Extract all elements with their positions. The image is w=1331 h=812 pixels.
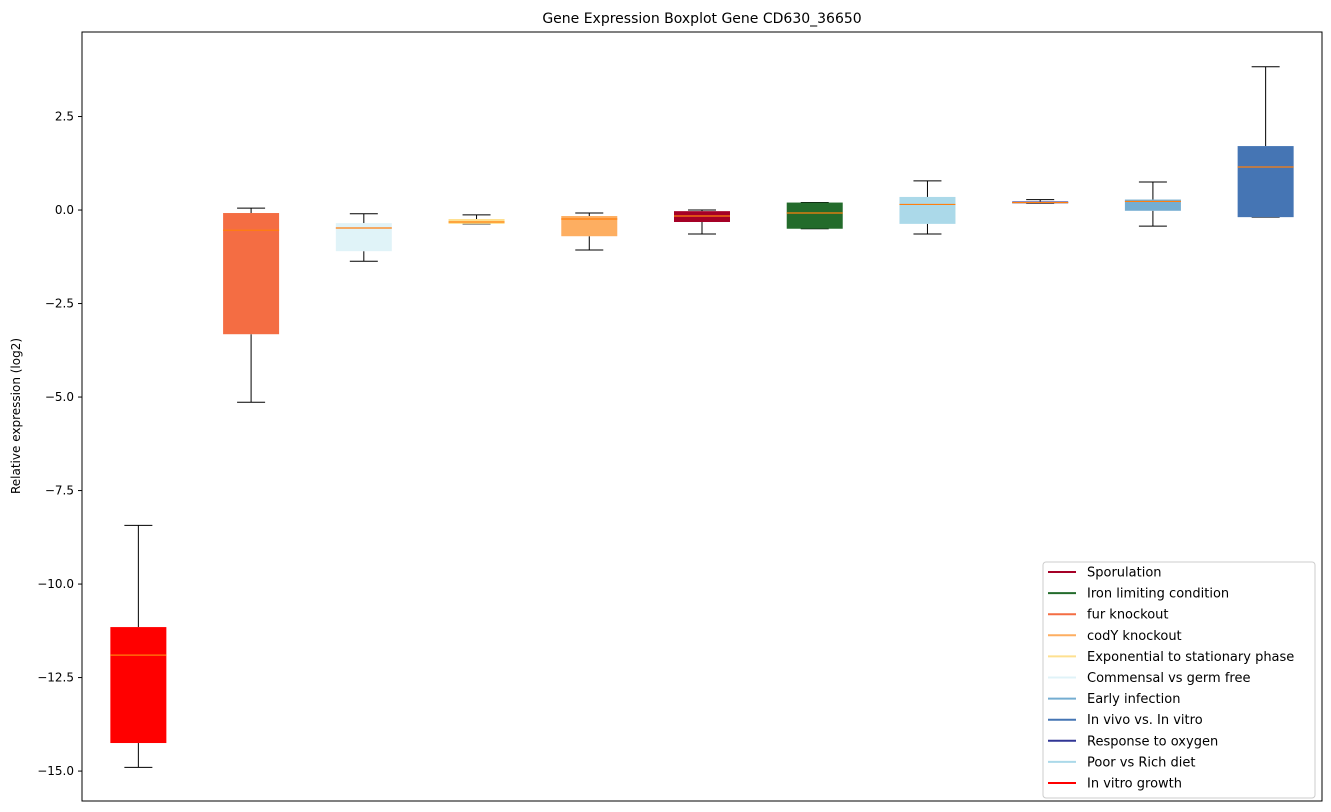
legend-label: In vitro growth xyxy=(1087,777,1182,792)
y-tick-label: −5.0 xyxy=(45,390,74,404)
box-body xyxy=(899,196,956,224)
box-iron-limiting-condition xyxy=(786,202,843,230)
box-fur-knockout xyxy=(223,207,280,403)
box-body xyxy=(110,627,167,744)
box-body xyxy=(335,223,392,252)
box-exponential-to-stationary-phase xyxy=(448,214,505,225)
chart-title: Gene Expression Boxplot Gene CD630_36650 xyxy=(542,11,861,27)
box-commensal-vs-germ-free xyxy=(335,213,392,262)
y-tick-label: −2.5 xyxy=(45,297,74,311)
y-tick-label: −7.5 xyxy=(45,484,74,498)
legend-label: Commensal vs germ free xyxy=(1087,671,1250,686)
legend-label: Early infection xyxy=(1087,692,1180,707)
y-tick-label: −12.5 xyxy=(37,671,74,685)
box-poor-vs-rich-diet xyxy=(899,180,956,235)
legend-label: fur knockout xyxy=(1087,608,1169,623)
box-body xyxy=(561,216,618,237)
box-body xyxy=(786,202,843,229)
legend-label: codY knockout xyxy=(1087,629,1182,644)
legend-label: Poor vs Rich diet xyxy=(1087,755,1195,770)
box-body xyxy=(223,213,280,335)
legend-label: Response to oxygen xyxy=(1087,734,1218,749)
box-in-vitro-growth xyxy=(110,524,167,768)
box-body xyxy=(1237,146,1294,218)
y-tick-label: −10.0 xyxy=(37,577,74,591)
legend-label: In vivo vs. In vitro xyxy=(1087,713,1203,728)
legend-label: Sporulation xyxy=(1087,566,1162,581)
legend-label: Exponential to stationary phase xyxy=(1087,650,1294,665)
plot-frame xyxy=(81,31,1323,802)
box-early-infection xyxy=(1124,181,1181,227)
box-cody-knockout xyxy=(561,212,618,251)
y-tick-label: 0.0 xyxy=(55,203,74,217)
y-tick-label: 2.5 xyxy=(55,110,74,124)
box-response-to-oxygen xyxy=(1012,199,1069,204)
y-axis-label: Relative expression (log2) xyxy=(9,338,23,494)
box-in-vivo-vs-in-vitro xyxy=(1237,66,1294,218)
legend-label: Iron limiting condition xyxy=(1087,587,1229,602)
legend-frame xyxy=(1042,561,1316,799)
y-tick-label: −15.0 xyxy=(37,764,74,778)
box-body xyxy=(1124,199,1181,211)
box-sporulation xyxy=(674,209,730,235)
